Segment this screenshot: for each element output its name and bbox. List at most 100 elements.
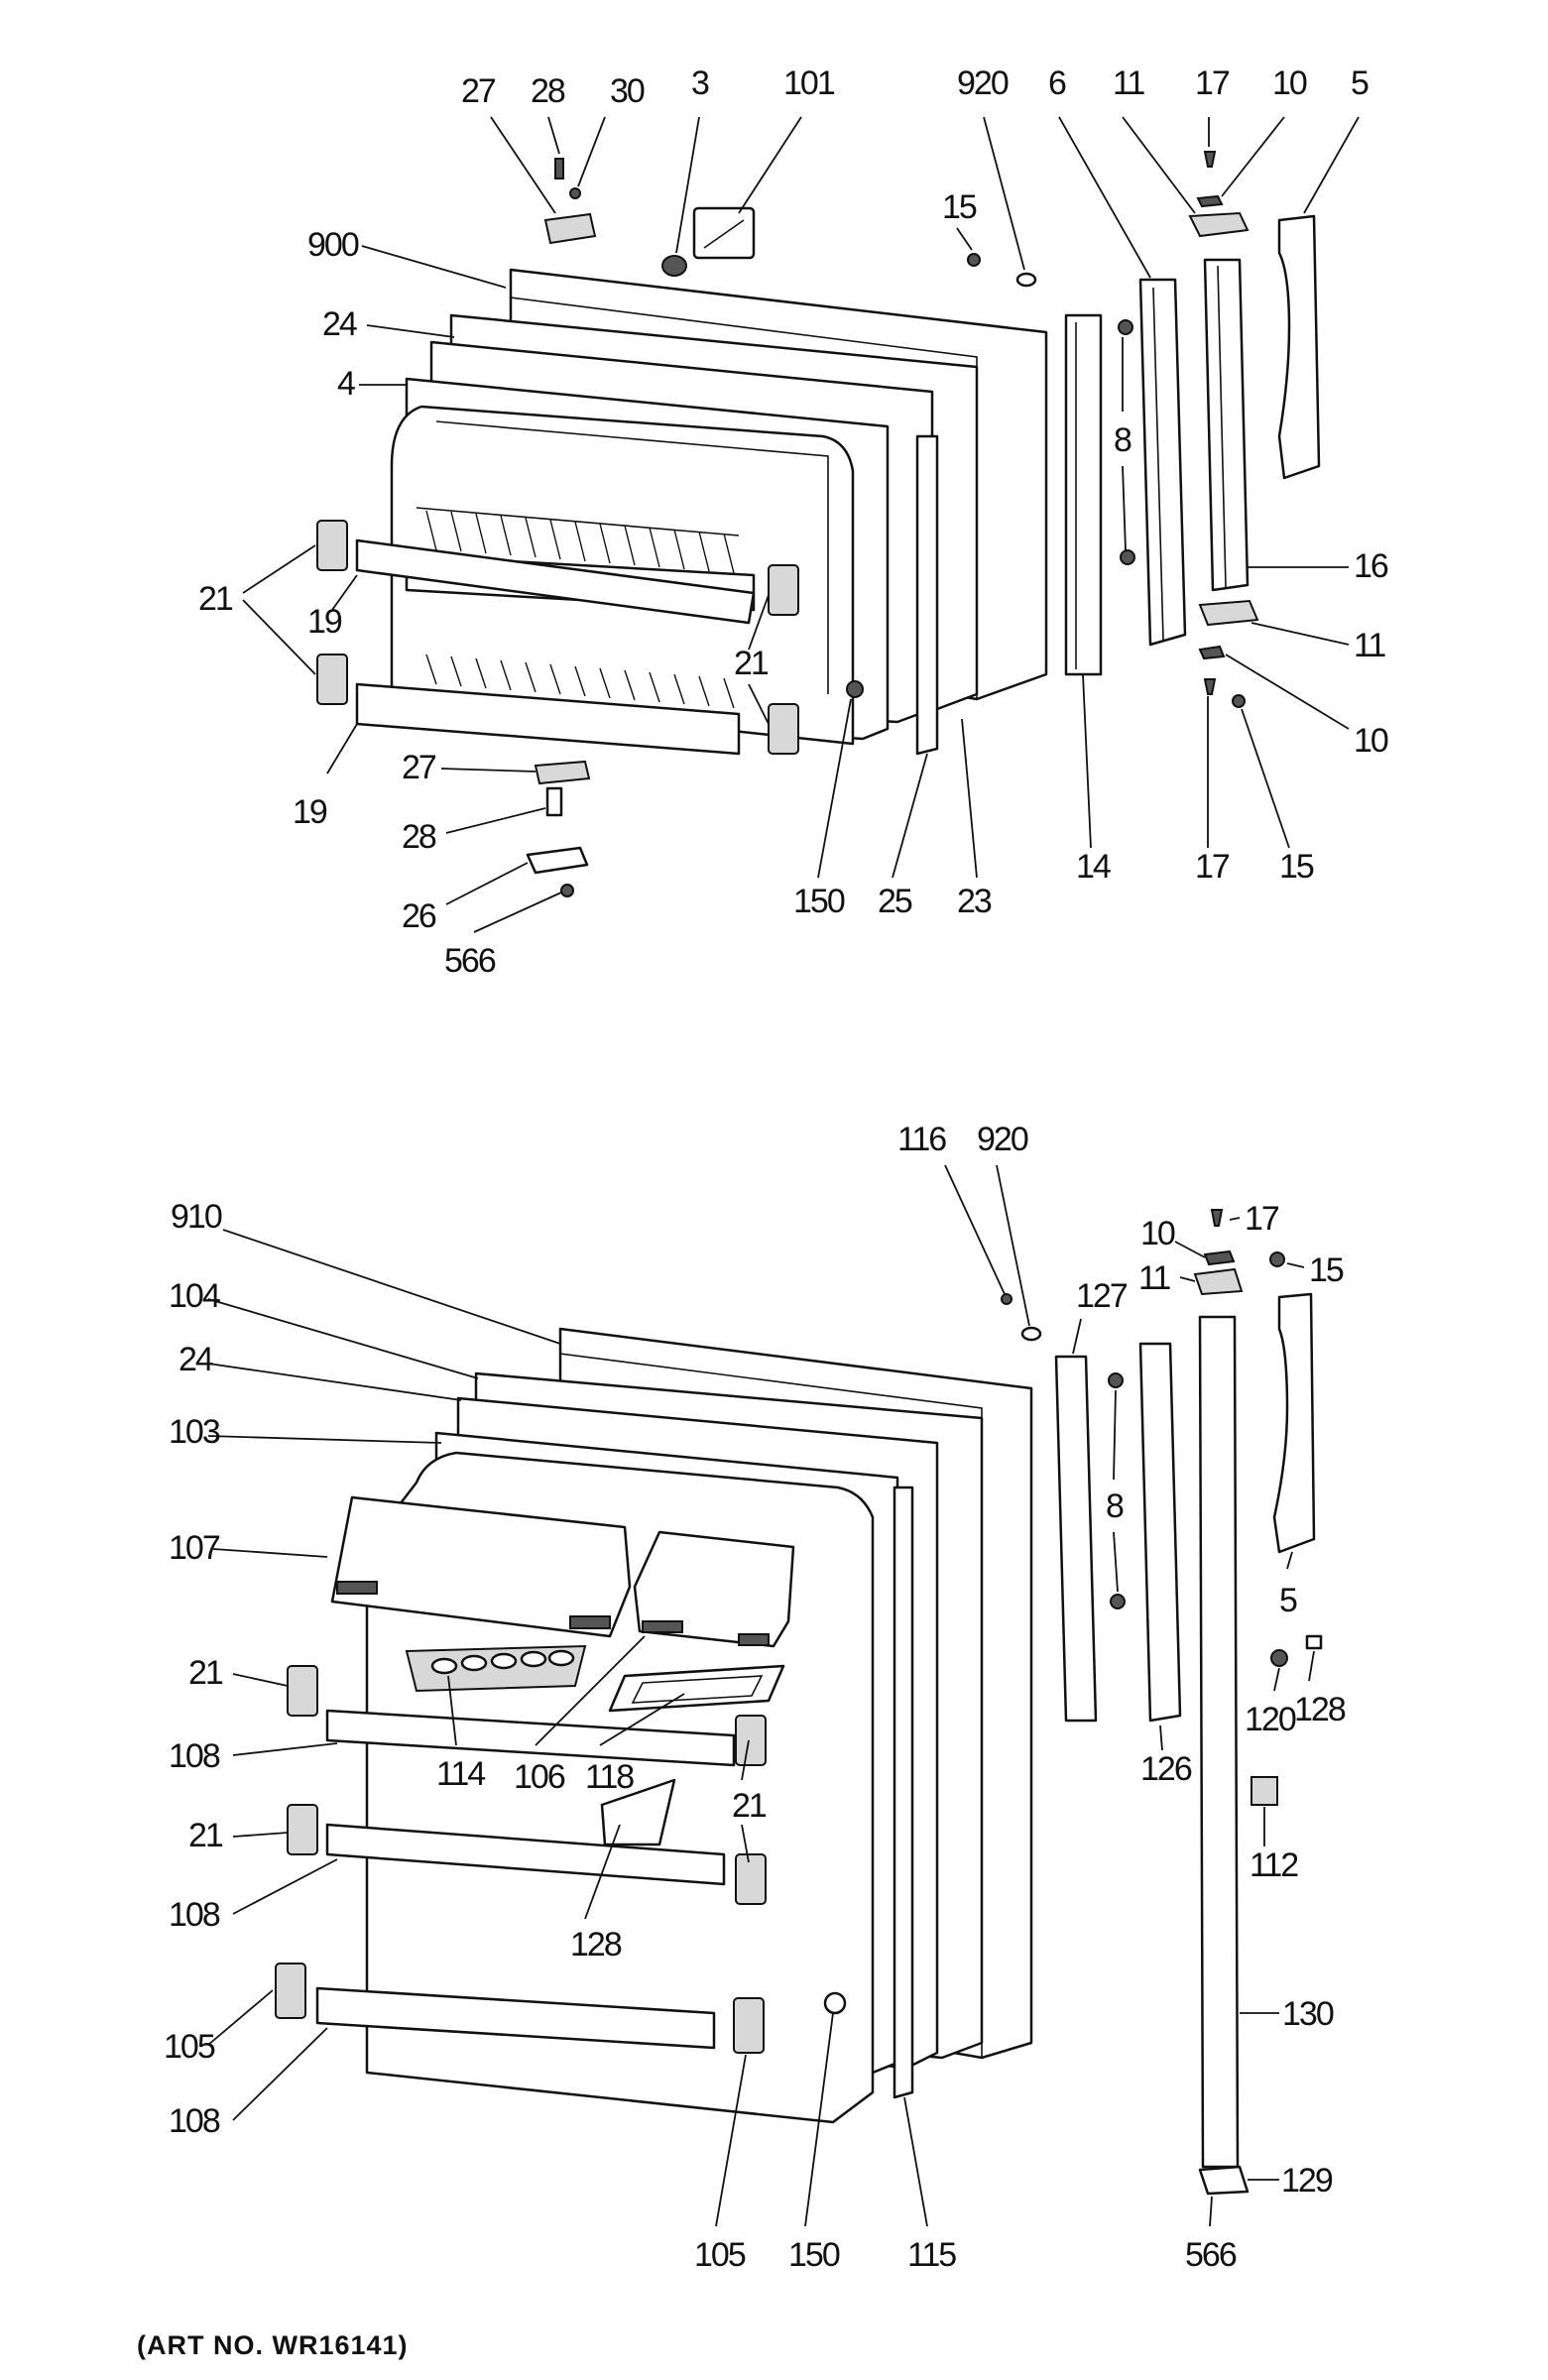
hinge-screw — [569, 187, 581, 199]
cap-pad-lower — [1203, 1250, 1236, 1266]
door-stop-bumper — [846, 680, 864, 698]
top-hinge-bracket — [543, 212, 597, 245]
gasket-strip-lower — [893, 1486, 914, 2099]
callout-15: 15 — [942, 188, 977, 226]
shelf-clip-left-upper — [316, 520, 348, 571]
shelf-clip-right-lower — [768, 703, 799, 755]
callout-101: 101 — [783, 64, 835, 102]
handle-channel-lower — [1054, 1355, 1098, 1723]
shelf-bar-bottom — [315, 1986, 716, 2050]
shelf-clip-right-upper — [768, 564, 799, 616]
gasket-strip — [915, 434, 939, 756]
handle-trim-lower — [1198, 1315, 1240, 2169]
callout-103: 103 — [169, 1413, 220, 1451]
callout-28: 28 — [531, 72, 565, 110]
bottom-leader-lines — [207, 1164, 1315, 2227]
callout-120: 120 — [1245, 1701, 1296, 1738]
callout-14: 14 — [1076, 848, 1111, 886]
callout-150: 150 — [793, 883, 845, 920]
callout-126: 126 — [1140, 1750, 1192, 1788]
callout-17-bottom: 17 — [1245, 1200, 1279, 1238]
door-handle-lower — [1272, 1292, 1316, 1554]
callout-10-lower: 10 — [1354, 722, 1388, 760]
screw-top — [967, 253, 981, 267]
door-handle — [1277, 214, 1321, 480]
handle-bracket — [1138, 278, 1187, 647]
shelf-clip-right-1 — [735, 1715, 767, 1766]
bottom-hinge-cover — [534, 760, 591, 785]
callout-108-c: 108 — [169, 2102, 220, 2140]
callout-21-bottom-a: 21 — [188, 1654, 223, 1692]
shelf-end-cap-left — [275, 1963, 306, 2019]
egg-tray — [405, 1644, 587, 1693]
callout-10: 10 — [1272, 64, 1307, 102]
handle-cap-lower — [1193, 1267, 1244, 1296]
handle-cap-top — [1188, 211, 1250, 238]
callout-21-right: 21 — [734, 645, 769, 682]
callout-5-bottom: 5 — [1279, 1582, 1297, 1619]
dairy-door — [330, 1495, 632, 1638]
cap-pad-bottom — [1198, 645, 1226, 660]
callout-28-lower: 28 — [402, 818, 436, 856]
callout-27-lower: 27 — [402, 749, 436, 786]
shelf-retainer — [600, 1778, 676, 1846]
callout-24-bottom: 24 — [179, 1341, 213, 1378]
bracket-screw-upper — [1118, 319, 1133, 335]
screw-15-lower — [1269, 1251, 1285, 1267]
callout-920-lower: 920 — [977, 1121, 1028, 1158]
callout-11: 11 — [1113, 64, 1144, 102]
cap-screw-lower — [1210, 1209, 1224, 1227]
callout-11-lower: 11 — [1354, 627, 1385, 664]
lower-shelf — [355, 654, 741, 756]
callout-6: 6 — [1048, 64, 1066, 102]
bottom-hinge-plate — [526, 846, 589, 875]
callout-128-right: 128 — [1294, 1691, 1346, 1728]
callout-19-lower: 19 — [293, 793, 327, 831]
callout-566-bottom: 566 — [1185, 2236, 1237, 2274]
handle-screw-120 — [1270, 1649, 1288, 1667]
bracket-screw-lower — [1120, 549, 1135, 565]
screw-15-bottom — [1232, 694, 1246, 708]
cap-screw-bottom — [1203, 678, 1217, 695]
shelf-bar-upper — [355, 538, 756, 625]
callout-105-bottom: 105 — [694, 2236, 746, 2274]
callout-16: 16 — [1354, 547, 1388, 585]
callout-116: 116 — [897, 1121, 946, 1158]
bottom-labels: 116 920 910 10 17 11 15 104 127 24 103 8… — [164, 1121, 1348, 2274]
callout-114: 114 — [436, 1755, 485, 1793]
fresh-food-door-assembly — [275, 1209, 1323, 2196]
callout-30: 30 — [610, 72, 645, 110]
hinge-pin — [554, 158, 564, 179]
bracket-screw-lower-2 — [1110, 1594, 1126, 1609]
callout-128-center: 128 — [570, 1926, 622, 1964]
top-leader-lines — [242, 116, 1360, 933]
callout-104: 104 — [169, 1277, 220, 1315]
cap-screw-top — [1203, 151, 1217, 168]
top-labels: 27 28 30 3 101 920 6 11 17 10 5 900 15 2… — [198, 64, 1390, 980]
shelf-clip-left-2 — [287, 1804, 318, 1855]
callout-150-bottom: 150 — [788, 2236, 840, 2274]
callout-130: 130 — [1282, 1995, 1334, 2033]
shelf-clip-left-lower — [316, 654, 348, 705]
callout-21-bottom-b: 21 — [732, 1787, 767, 1825]
callout-107: 107 — [169, 1529, 220, 1567]
shelf-bar-top — [325, 1709, 736, 1767]
trim-end-cap — [1198, 2165, 1250, 2196]
callout-106: 106 — [514, 1758, 565, 1796]
art-number-caption: (ART NO. WR16141) — [137, 2330, 409, 2360]
shelf-end-cap-right — [733, 1997, 765, 2054]
shelf-clip-right-2 — [735, 1853, 767, 1905]
shelf-clip-left-1 — [287, 1665, 318, 1717]
handle-bracket-lower — [1138, 1342, 1182, 1723]
freezer-door-assembly — [316, 151, 1321, 897]
plug-button-lower — [1020, 1326, 1042, 1342]
cap-pad-top — [1196, 194, 1224, 208]
handle-channel — [1064, 313, 1103, 676]
trim-clip-112 — [1250, 1776, 1278, 1806]
callout-118: 118 — [585, 1758, 634, 1796]
callout-23: 23 — [957, 883, 992, 920]
handle-cap-bottom — [1198, 599, 1259, 627]
callout-27: 27 — [461, 72, 496, 110]
bottom-hinge-pin — [545, 786, 563, 817]
